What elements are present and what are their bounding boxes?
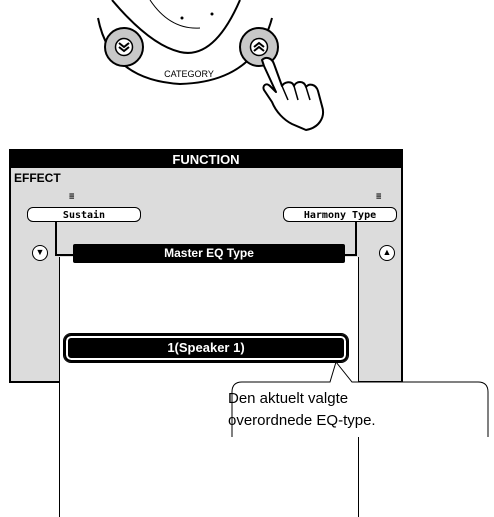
callout-line-1: Den aktuelt valgte <box>228 390 349 407</box>
tick-mark-right: ≡ <box>376 192 382 202</box>
double-chevron-up-icon <box>253 41 265 52</box>
double-chevron-down-icon <box>118 42 130 53</box>
category-label: CATEGORY <box>164 69 214 79</box>
master-eq-type-title: Master EQ Type <box>73 244 345 263</box>
category-down-button[interactable] <box>104 27 144 67</box>
circle-up-icon: ▲ <box>382 247 392 257</box>
scroll-up-button[interactable]: ▲ <box>379 245 395 261</box>
dial-arc <box>111 0 241 54</box>
effect-section-label: EFFECT <box>14 171 61 185</box>
harmony-type-item: Harmony Type <box>283 207 397 222</box>
function-header: FUNCTION <box>11 151 401 168</box>
bracket-lines <box>55 221 357 256</box>
scroll-down-button[interactable]: ▼ <box>32 245 48 261</box>
pointing-hand-icon <box>261 56 324 131</box>
callout-line-2: overordnede EQ-type. <box>228 412 376 429</box>
category-dial-illustration: CATEGORY <box>97 0 324 131</box>
category-up-button[interactable] <box>239 27 279 67</box>
circle-down-icon: ▼ <box>35 247 45 257</box>
eq-type-value: 1(Speaker 1) <box>63 333 349 363</box>
callout-text: Den aktuelt valgte overordnede EQ-type. <box>228 388 488 432</box>
callout-bubble <box>231 360 489 437</box>
sustain-item: Sustain <box>27 207 141 222</box>
tick-mark-left: ≡ <box>69 192 75 202</box>
